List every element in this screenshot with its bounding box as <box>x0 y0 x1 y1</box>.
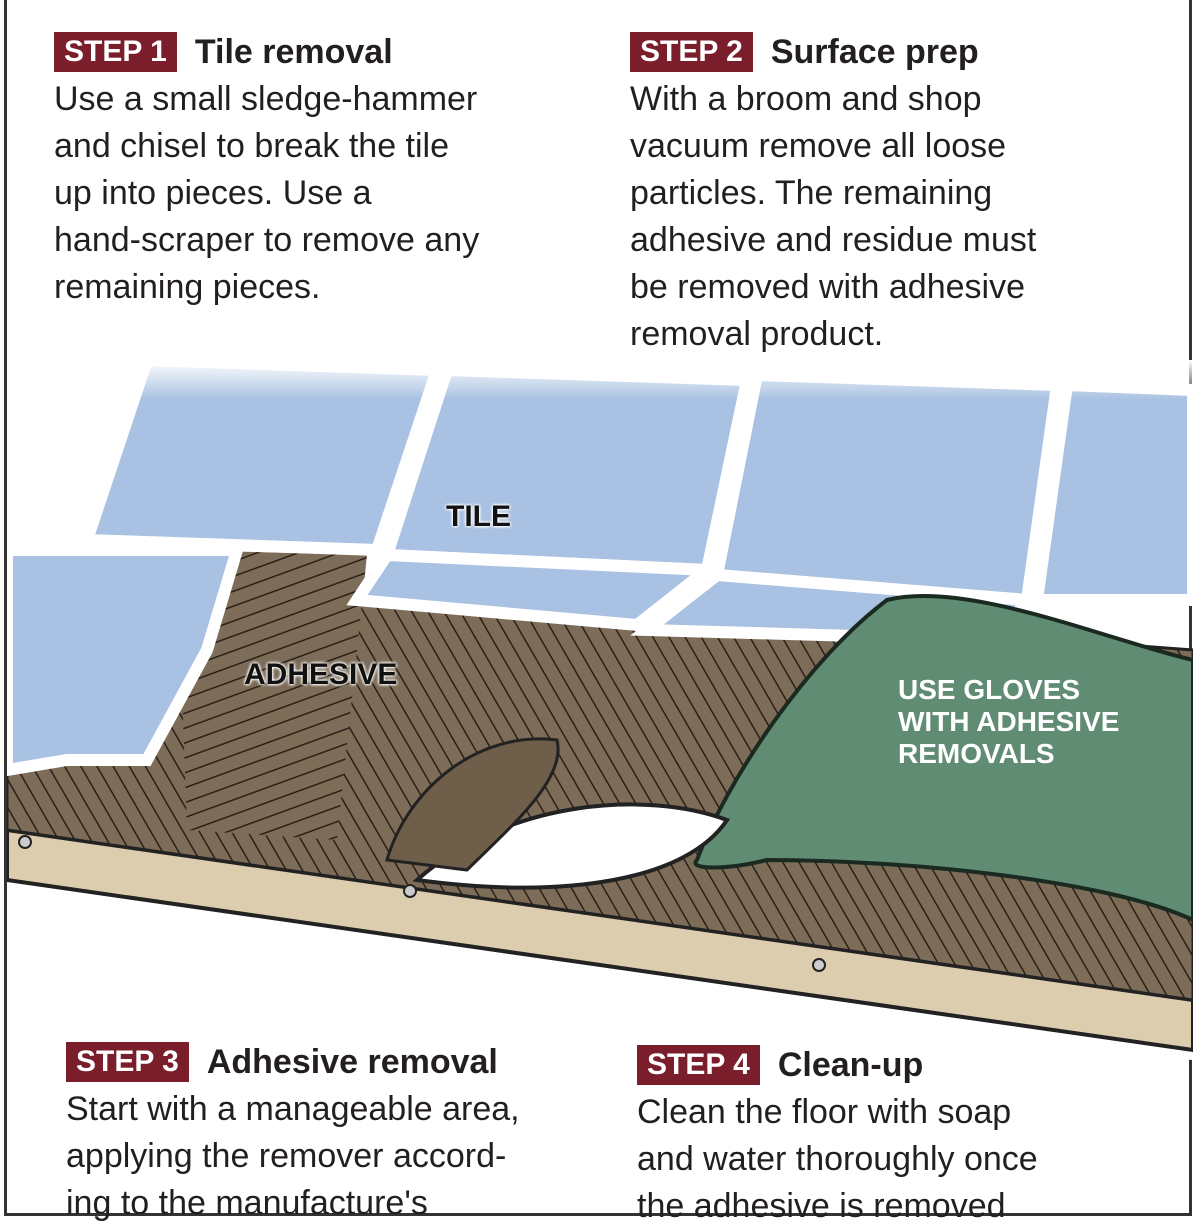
adhesive-patch <box>177 550 367 840</box>
adhesive-residue <box>385 737 560 872</box>
tile-removal-illustration <box>7 360 1193 1060</box>
step-1: STEP 1 Tile removal Use a small sledge-ha… <box>54 30 594 311</box>
step-title: Surface prep <box>770 32 979 71</box>
step-body: Start with a manageable area, applying t… <box>66 1090 520 1222</box>
step-body: Use a small sledge-hammer and chisel to … <box>54 80 480 306</box>
step-title: Adhesive removal <box>206 1042 498 1081</box>
step-title: Clean-up <box>777 1045 924 1084</box>
gloves-label: USE GLOVES WITH ADHESIVE REMOVALS <box>898 674 1120 769</box>
step-badge: STEP 1 <box>54 32 177 72</box>
tile-label: TILE <box>446 500 511 533</box>
step-2: STEP 2 Surface prep With a broom and shop… <box>630 30 1190 358</box>
step-4: STEP 4 Clean-up Clean the floor with soap… <box>637 1043 1177 1230</box>
tiles <box>7 360 1193 777</box>
step-3: STEP 3 Adhesive removal Start with a mana… <box>66 1040 626 1227</box>
step-badge: STEP 3 <box>66 1042 189 1082</box>
gloved-hand <box>693 594 1193 923</box>
step-title: Tile removal <box>194 32 393 71</box>
step-body: Clean the floor with soap and water thor… <box>637 1093 1038 1225</box>
step-body: With a broom and shop vacuum remove all … <box>630 80 1037 353</box>
step-badge: STEP 2 <box>630 32 753 72</box>
adhesive-label: ADHESIVE <box>244 658 398 691</box>
screws <box>18 835 826 972</box>
step-badge: STEP 4 <box>637 1045 760 1085</box>
